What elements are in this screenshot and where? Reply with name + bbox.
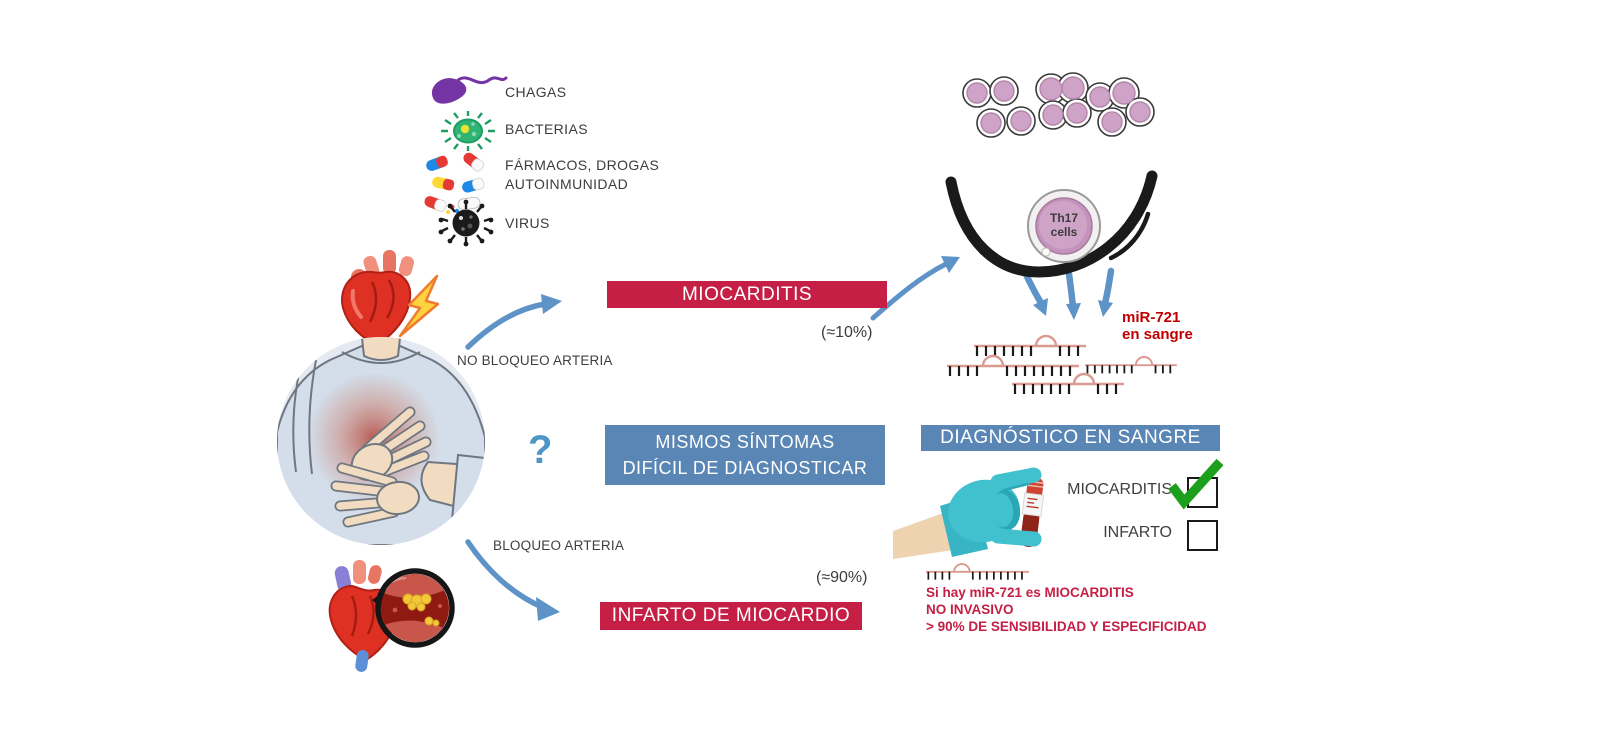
chest-pain-person-icon bbox=[277, 337, 485, 545]
lightning-icon bbox=[398, 274, 440, 338]
check-icon bbox=[1168, 458, 1224, 510]
culture-dish-icon bbox=[945, 170, 1158, 278]
mir-blood-label: miR-721 en sangre bbox=[1122, 309, 1193, 343]
cause-label-virus: VIRUS bbox=[505, 215, 550, 231]
question-mark-icon: ? bbox=[528, 428, 553, 472]
conclusion-text: Si hay miR-721 es MIOCARDITIS NO INVASIV… bbox=[926, 584, 1206, 635]
pills-icon bbox=[424, 152, 485, 214]
diagnosis-banner-label: DIAGNÓSTICO EN SANGRE bbox=[940, 427, 1201, 448]
cell-cluster-icon bbox=[962, 72, 1155, 138]
cause-label-chagas: CHAGAS bbox=[505, 84, 567, 100]
mirna-strand-bottom-icon bbox=[925, 563, 1030, 581]
miocarditis-share: (≈10%) bbox=[821, 324, 873, 341]
diagnosis-banner: DIAGNÓSTICO EN SANGRE bbox=[921, 425, 1220, 451]
th17-line2: cells bbox=[1050, 225, 1078, 239]
no-blockage-label: NO BLOQUEO ARTERIA bbox=[457, 353, 613, 368]
chagas-parasite-icon bbox=[431, 76, 508, 104]
conclusion-line2: NO INVASIVO bbox=[926, 602, 1014, 617]
symptoms-line1: MISMOS SÍNTOMAS bbox=[655, 432, 835, 452]
conclusion-line3: > 90% DE SENSIBILIDAD Y ESPECIFICIDAD bbox=[926, 619, 1207, 634]
blocked-artery-magnifier bbox=[375, 568, 455, 648]
checkbox-infarto[interactable] bbox=[1187, 520, 1218, 551]
blood-tube-icon bbox=[1020, 477, 1045, 547]
blockage-label: BLOQUEO ARTERIA bbox=[493, 538, 625, 553]
symptoms-line2: DIFÍCIL DE DIAGNOSTICAR bbox=[622, 458, 868, 478]
infarction-heart-icon bbox=[328, 560, 455, 672]
infarto-banner: INFARTO DE MIOCARDIO bbox=[600, 602, 862, 630]
arrow-banner-to-dish bbox=[870, 256, 960, 321]
mir-line1: miR-721 bbox=[1122, 309, 1181, 326]
conclusion-line1: Si hay miR-721 es MIOCARDITIS bbox=[926, 585, 1134, 600]
arrow-person-to-miocarditis bbox=[465, 294, 562, 350]
myocarditis-heart-icon bbox=[340, 250, 440, 347]
checklist-label-infarto: INFARTO bbox=[1103, 524, 1172, 541]
gloved-hand-icon bbox=[893, 467, 1045, 559]
bacteria-icon bbox=[441, 111, 495, 151]
th17-cell-label: Th17 cells bbox=[1034, 211, 1094, 239]
checklist-label-miocarditis: MIOCARDITIS bbox=[1067, 481, 1172, 498]
mir-line2: en sangre bbox=[1122, 326, 1193, 343]
miocarditis-banner: MIOCARDITIS bbox=[607, 281, 887, 308]
infarto-banner-label: INFARTO DE MIOCARDIO bbox=[611, 605, 851, 626]
cause-label-bacterias: BACTERIAS bbox=[505, 121, 588, 137]
th17-line1: Th17 bbox=[1049, 211, 1078, 225]
mirna-strand-icon bbox=[945, 334, 1178, 396]
mirna-release-arrows bbox=[1020, 266, 1115, 320]
cause-label-farmacos-line1: FÁRMACOS, DROGAS bbox=[505, 157, 660, 173]
miocarditis-banner-label: MIOCARDITIS bbox=[681, 283, 813, 305]
arrow-person-to-infarto bbox=[465, 539, 560, 621]
virus-icon bbox=[438, 199, 494, 247]
symptoms-banner: MISMOS SÍNTOMAS DIFÍCIL DE DIAGNOSTICAR bbox=[605, 425, 885, 485]
th17-cell-icon bbox=[1027, 189, 1101, 263]
infarto-share: (≈90%) bbox=[816, 569, 868, 586]
cause-label-farmacos-line2: AUTOINMUNIDAD bbox=[505, 176, 629, 192]
